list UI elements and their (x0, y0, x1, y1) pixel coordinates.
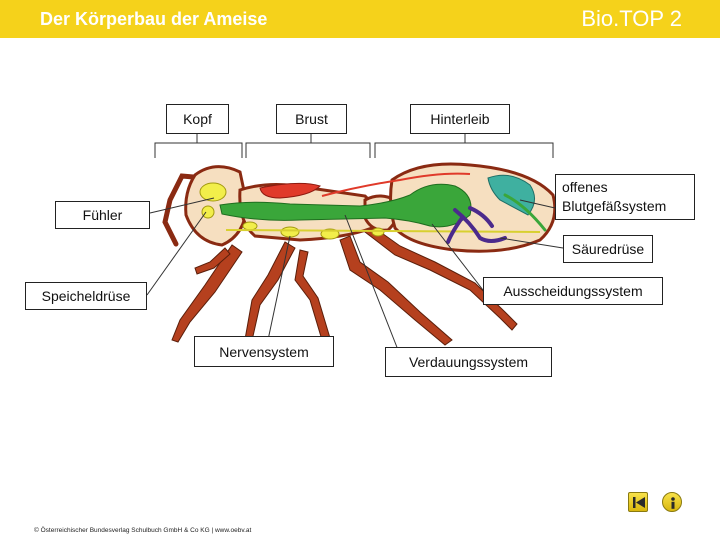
copyright-notice: © Österreichischer Bundesverlag Schulbuc… (34, 527, 251, 534)
region-brackets (155, 134, 553, 158)
skip-back-button[interactable] (628, 492, 648, 512)
label-hinterleib: Hinterleib (410, 104, 510, 134)
label-verdauung: Verdauungssystem (385, 347, 552, 377)
skip-back-icon (629, 493, 649, 513)
label-blutgefaess: offenes Blutgefäßsystem (555, 174, 695, 220)
label-speicheldruese: Speicheldrüse (25, 282, 147, 310)
bracket-hinterleib (375, 143, 553, 158)
label-saeuredruese: Säuredrüse (563, 235, 653, 263)
bracket-brust (246, 143, 370, 158)
label-nervensystem: Nervensystem (194, 336, 334, 367)
info-icon (663, 493, 683, 513)
label-ausscheidung: Ausscheidungssystem (483, 277, 663, 305)
info-button[interactable] (662, 492, 682, 512)
label-kopf: Kopf (166, 104, 229, 134)
label-brust: Brust (276, 104, 347, 134)
bracket-kopf (155, 143, 242, 158)
label-fuehler: Fühler (55, 201, 150, 229)
